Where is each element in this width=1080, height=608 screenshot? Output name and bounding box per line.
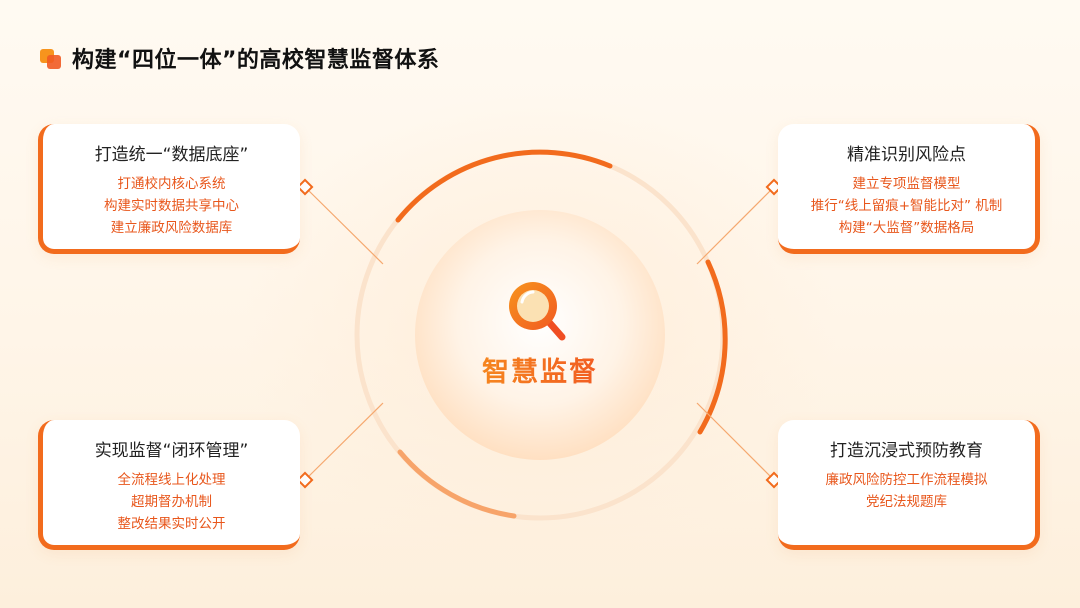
card-item: 推行“线上留痕+智能比对” 机制 [810,198,1003,214]
diamond-bottom-left [296,471,314,489]
connector-bottom-right [696,402,775,481]
magnifier-icon [509,282,566,341]
card-prevention-education: 打造沉浸式预防教育 廉政风险防控工作流程模拟 党纪法规题库 [778,420,1040,550]
card-data-foundation: 打造统一“数据底座” 打通校内核心系统 构建实时数据共享中心 建立廉政风险数据库 [38,124,300,254]
diamond-top-right [765,178,783,196]
connector-top-left [304,186,384,265]
header: 构建“四位一体”的高校智慧监督体系 [40,42,439,74]
inner-circle [415,210,665,460]
card-item: 建立专项监督模型 [852,176,961,192]
card-item: 廉政风险防控工作流程模拟 [825,472,988,488]
card-closed-loop: 实现监督“闭环管理” 全流程线上化处理 超期督办机制 整改结果实时公开 [38,420,300,550]
card-title: 打造统一“数据底座” [94,145,249,165]
diamond-bottom-right [765,471,783,489]
card-item: 构建实时数据共享中心 [104,198,239,214]
center-label: 智慧监督 [440,350,640,389]
card-item: 超期督办机制 [131,494,212,510]
card-item: 党纪法规题库 [866,494,947,510]
card-risk-identification: 精准识别风险点 建立专项监督模型 推行“线上留痕+智能比对” 机制 构建“大监督… [778,124,1040,254]
ring-arc-right [697,259,728,435]
card-item: 整改结果实时公开 [117,516,226,532]
page-title: 构建“四位一体”的高校智慧监督体系 [72,48,440,73]
ring-arc-top [395,149,613,223]
diamond-top-left [296,178,314,196]
ring-arc-bottom [397,449,517,519]
title-bullet-icon [40,47,62,69]
connector-top-right [696,186,775,265]
card-item: 全流程线上化处理 [117,472,226,488]
card-item: 建立廉政风险数据库 [110,220,233,236]
card-item: 打通校内核心系统 [117,176,226,192]
card-item: 构建“大监督”数据格局 [838,220,975,236]
card-title: 打造沉浸式预防教育 [830,441,983,461]
card-title: 实现监督“闭环管理” [94,441,249,461]
card-title: 精准识别风险点 [847,145,966,165]
connector-bottom-left [304,402,384,481]
